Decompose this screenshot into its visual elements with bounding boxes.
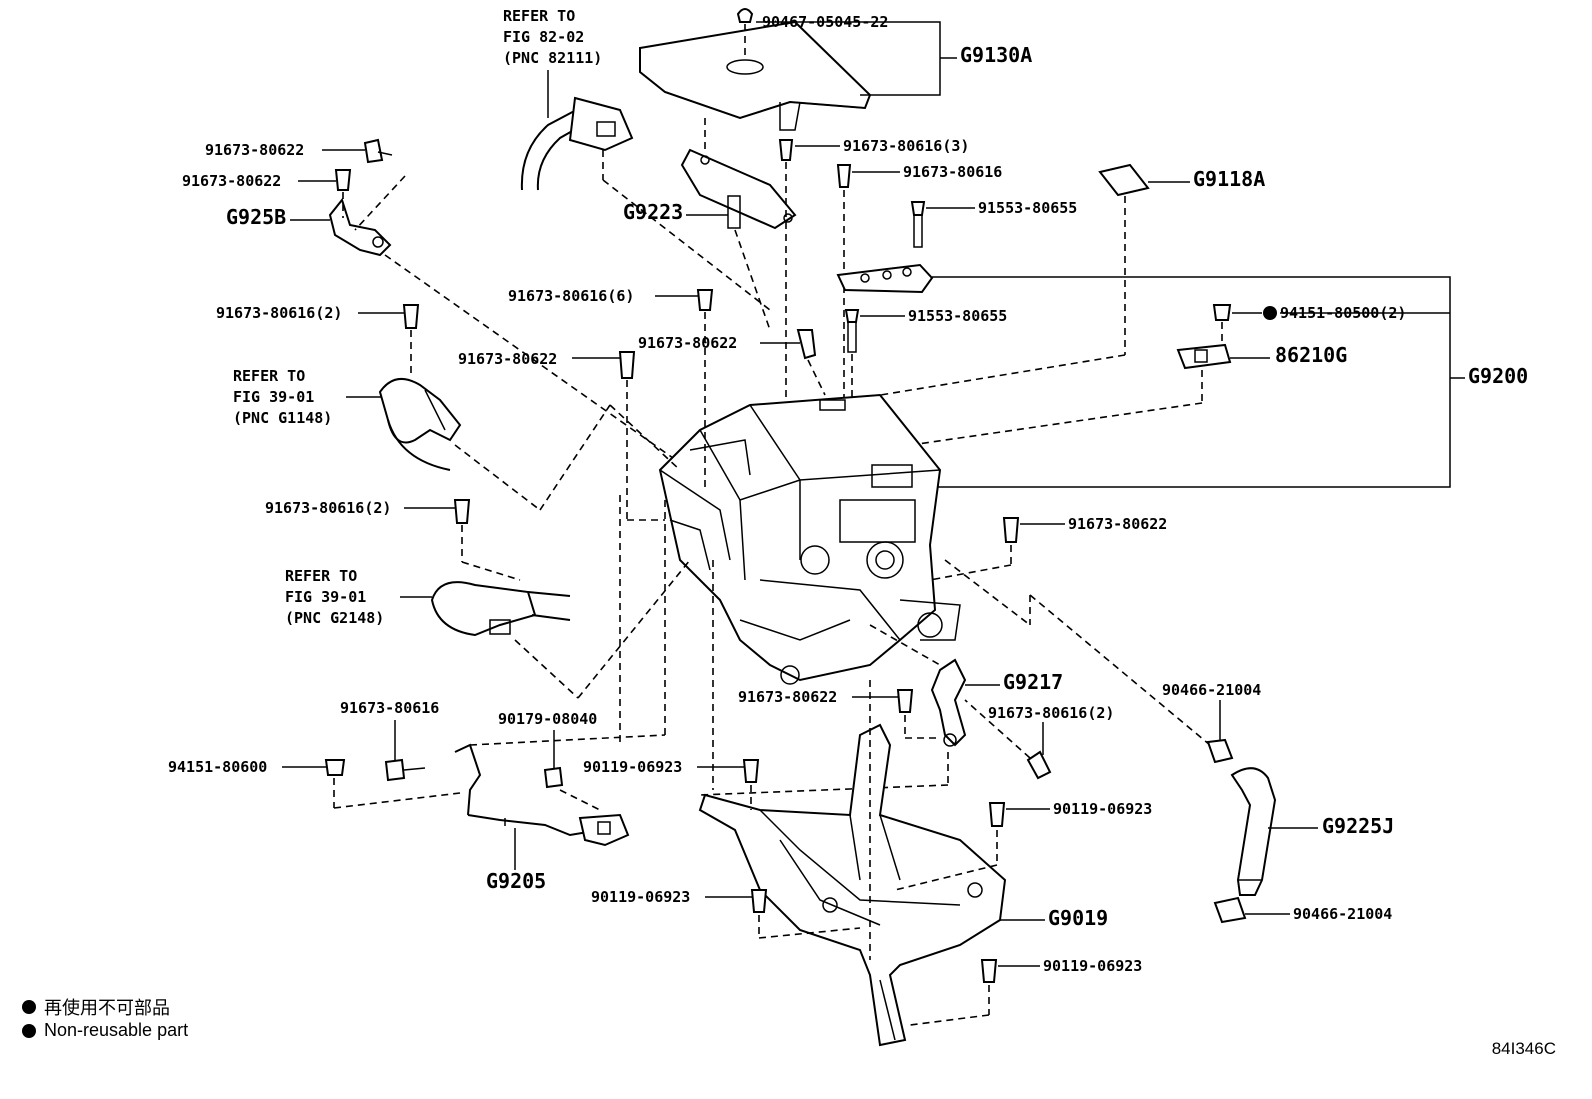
bolt-90119-a — [742, 759, 760, 783]
label-91673-80616-3: 91673-80616(3) — [843, 137, 970, 155]
non-reusable-marker — [1263, 306, 1277, 320]
label-91673-80622-f: 91673-80622 — [738, 688, 838, 706]
bracket-g9205 — [454, 743, 630, 847]
bolt-91673-80616-2c — [1026, 750, 1052, 780]
label-refer-39b-line3: (PNC G2148) — [285, 609, 385, 627]
label-g9225j: G9225J — [1322, 814, 1395, 838]
label-90119-06923-c: 90119-06923 — [591, 888, 691, 906]
label-91673-80622-b: 91673-80622 — [182, 172, 282, 190]
connector-block-g9200 — [836, 263, 934, 294]
label-g9130a: G9130A — [960, 43, 1033, 67]
label-90119-06923-a: 90119-06923 — [583, 758, 683, 776]
bolt-91673-80616-6 — [696, 289, 714, 311]
nut-94151-80600 — [324, 759, 346, 776]
label-91673-80616-6: 91673-80616(6) — [508, 287, 635, 305]
bracket-g925b — [328, 197, 392, 257]
label-91553-80655-b: 91553-80655 — [908, 307, 1008, 325]
bolt-91673-80616-2b — [453, 499, 471, 524]
label-refer-39b-line2: FIG 39-01 — [285, 588, 367, 606]
label-90466-21004-b: 90466-21004 — [1293, 905, 1393, 923]
label-91673-80616-b: 91673-80616 — [340, 699, 440, 717]
bolt-91673-80622-a — [363, 138, 393, 164]
nut-94151-80500 — [1212, 304, 1232, 321]
label-91673-80622-e: 91673-80622 — [1068, 515, 1168, 533]
label-g925b: G925B — [226, 205, 287, 229]
label-86210g: 86210G — [1275, 343, 1348, 367]
label-refer-39a-line2: FIG 39-01 — [233, 388, 315, 406]
bolt-90119-b — [988, 802, 1006, 827]
bolt-91673-80622-c — [796, 329, 817, 360]
label-94151-80500-2: 94151-80500(2) — [1280, 304, 1407, 322]
inverter-assembly — [658, 393, 961, 685]
bracket-g9217 — [930, 658, 967, 747]
clamp-90466-a — [1206, 738, 1234, 764]
bolt-91673-80622-d — [618, 351, 636, 379]
label-91673-80622-d: 91673-80622 — [458, 350, 558, 368]
label-90119-06923-b: 90119-06923 — [1053, 800, 1153, 818]
hose-ref-g2148 — [430, 581, 571, 637]
label-refer-39b-line1: REFER TO — [285, 567, 358, 585]
label-refer-82-line2: FIG 82-02 — [503, 28, 585, 46]
legend-text-japanese: 再使用不可部品 — [44, 998, 170, 1018]
label-refer-82-line1: REFER TO — [503, 7, 576, 25]
label-g9223: G9223 — [623, 200, 684, 224]
bolt-90119-c — [750, 889, 768, 913]
label-90466-21004-a: 90466-21004 — [1162, 681, 1262, 699]
label-g9205: G9205 — [486, 869, 547, 893]
label-refer-39a-line1: REFER TO — [233, 367, 306, 385]
label-g9118a: G9118A — [1193, 167, 1266, 191]
cover-g9130a — [639, 20, 872, 131]
legend-item-japanese: 再使用不可部品 — [22, 994, 170, 1020]
label-g9200: G9200 — [1468, 364, 1529, 388]
clip-86210g — [1176, 343, 1232, 370]
bolt-90119-d — [980, 959, 998, 983]
bolt-91673-80616-b — [384, 758, 426, 782]
label-g9217: G9217 — [1003, 670, 1064, 694]
nut-90179 — [543, 766, 564, 789]
non-reusable-dot-icon — [22, 1000, 36, 1014]
label-91673-80622-a: 91673-80622 — [205, 141, 305, 159]
label-90179-08040: 90179-08040 — [498, 710, 598, 728]
bracket-g9223 — [680, 148, 797, 230]
figure-id: 84I346C — [1491, 1039, 1556, 1058]
label-91673-80616-2c: 91673-80616(2) — [988, 704, 1115, 722]
legend-item-english: Non-reusable part — [22, 1020, 188, 1041]
label-90467-05045-22: 90467-05045-22 — [762, 13, 889, 31]
label-g9019: G9019 — [1048, 906, 1109, 930]
bolt-91673-80622-b — [334, 169, 352, 191]
cable-ref-82-02 — [520, 70, 634, 191]
label-refer-39a-line3: (PNC G1148) — [233, 409, 333, 427]
label-refer-82-line3: (PNC 82111) — [503, 49, 603, 67]
clamp-90466-b — [1213, 896, 1247, 924]
bolt-91673-80622-e — [1002, 517, 1020, 543]
label-91673-80616-2b: 91673-80616(2) — [265, 499, 392, 517]
bolt-90467 — [736, 8, 754, 60]
bolt-91673-80622-f — [896, 689, 914, 713]
bolt-91673-80616-2a — [402, 304, 420, 329]
label-sheet-g9118a — [1098, 163, 1150, 197]
non-reusable-dot-icon — [22, 1023, 36, 1038]
label-91673-80616-2a: 91673-80616(2) — [216, 304, 343, 322]
bolt-91673-80616-3 — [778, 139, 794, 161]
bolt-91553-b — [844, 309, 860, 353]
label-91673-80622-c: 91673-80622 — [638, 334, 738, 352]
bolt-91673-80616-a — [836, 164, 852, 188]
hose-ref-g1148 — [378, 377, 462, 471]
label-91553-80655-a: 91553-80655 — [978, 199, 1078, 217]
legend-text-english: Non-reusable part — [44, 1020, 189, 1040]
label-91673-80616-a: 91673-80616 — [903, 163, 1003, 181]
bolt-91553-a — [910, 201, 926, 248]
label-94151-80600: 94151-80600 — [168, 758, 268, 776]
hose-g9225j — [1230, 767, 1277, 896]
label-90119-06923-d: 90119-06923 — [1043, 957, 1143, 975]
